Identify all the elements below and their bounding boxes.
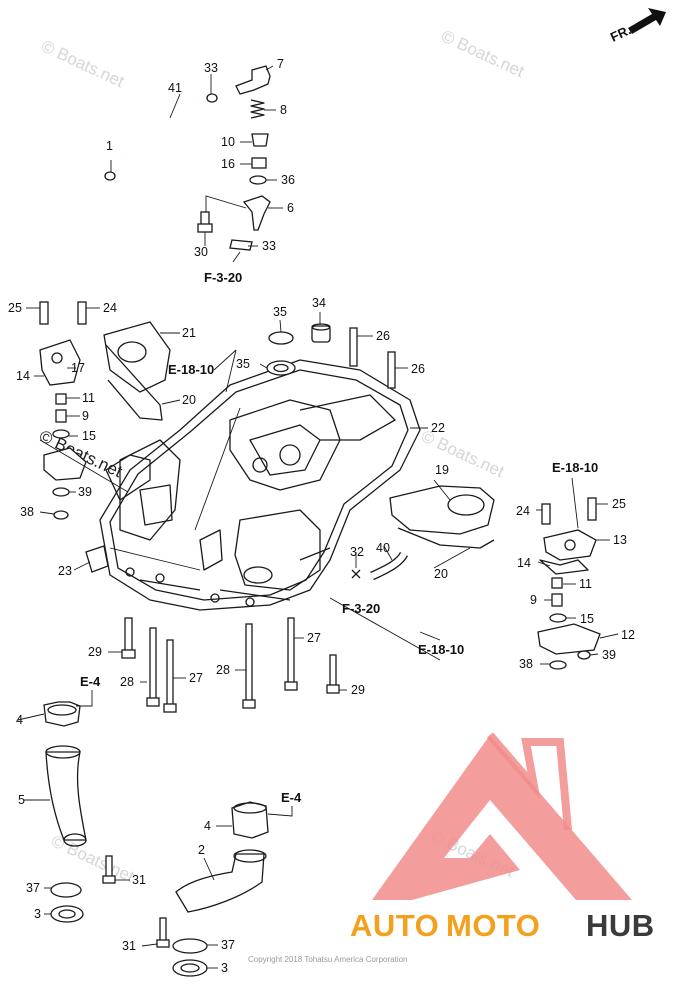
callout-1: 1	[106, 139, 113, 153]
callout-35-lower: 35	[236, 357, 250, 371]
callout-28-right: 28	[216, 663, 230, 677]
callout-40: 40	[376, 541, 390, 555]
callout-9-right: 9	[530, 593, 537, 607]
callout-26: 26	[376, 329, 390, 343]
front-direction-arrow: FR.	[608, 8, 666, 45]
callout-10: 10	[221, 135, 235, 149]
callout-13: 13	[613, 533, 627, 547]
callout-27-right: 27	[307, 631, 321, 645]
callout-39-right: 39	[602, 648, 616, 662]
ref-f-3-20-mid: F-3-20	[342, 601, 380, 616]
callout-14: 14	[16, 369, 30, 383]
callout-14-right: 14	[517, 556, 531, 570]
cover-plate-right	[389, 485, 495, 549]
ref-f-3-20-top: F-3-20	[204, 270, 242, 285]
callout-15: 15	[82, 429, 96, 443]
oil-pan-main-case	[99, 359, 421, 611]
watermark: © Boats.net	[48, 831, 137, 886]
callout-24: 24	[103, 301, 117, 315]
callout-28: 28	[120, 675, 134, 689]
callout-33: 33	[204, 61, 218, 75]
callout-29: 29	[88, 645, 102, 659]
callout-2: 2	[198, 843, 205, 857]
watermarks: © Boats.net © Boats.net © Boats.net © Bo…	[36, 26, 527, 886]
hose-40	[351, 551, 409, 581]
bracket-upper-left	[39, 301, 87, 520]
callout-38: 38	[20, 505, 34, 519]
callout-29-right: 29	[351, 683, 365, 697]
leader-lines	[17, 65, 619, 969]
watermark: © Boats.net	[438, 26, 527, 81]
callout-20: 20	[182, 393, 196, 407]
callout-24-right: 24	[516, 504, 530, 518]
copyright-text: Copyright 2018 Tohatsu America Corporati…	[248, 955, 408, 964]
callout-35: 35	[273, 305, 287, 319]
callout-31-lower: 31	[122, 939, 136, 953]
callout-30: 30	[194, 245, 208, 259]
callout-9: 9	[82, 409, 89, 423]
callout-39: 39	[78, 485, 92, 499]
ref-e-18-10-right: E-18-10	[552, 460, 598, 475]
automotohub-logo: AUTO MOTO HUB	[350, 732, 655, 943]
ref-e-4-left: E-4	[80, 674, 101, 689]
callout-31: 31	[132, 873, 146, 887]
callout-4: 4	[16, 713, 23, 727]
callout-33-lower: 33	[262, 239, 276, 253]
callout-23: 23	[58, 564, 72, 578]
callout-26-lower: 26	[411, 362, 425, 376]
callout-36: 36	[281, 173, 295, 187]
callout-27: 27	[189, 671, 203, 685]
bearings-and-pins	[266, 323, 396, 389]
damper-23	[85, 545, 109, 573]
callout-34: 34	[312, 296, 326, 310]
logo-triangle-icon	[372, 735, 632, 900]
callout-19: 19	[435, 463, 449, 477]
top-valve-assembly	[104, 65, 271, 251]
callout-numbers: 41 33 7 8 1 10 16 36 6 30 33 25 24 21 35…	[8, 57, 635, 975]
callout-22: 22	[431, 421, 445, 435]
callout-7: 7	[277, 57, 284, 71]
callout-4-right: 4	[204, 819, 211, 833]
callout-16: 16	[221, 157, 235, 171]
callout-12: 12	[621, 628, 635, 642]
callout-3-lower: 3	[221, 961, 228, 975]
ref-e-4-right: E-4	[281, 790, 302, 805]
callout-37-lower: 37	[221, 938, 235, 952]
callout-11: 11	[82, 391, 95, 405]
front-label: FR.	[608, 22, 633, 44]
callout-21: 21	[182, 326, 196, 340]
ref-e-18-10-lower: E-18-10	[418, 642, 464, 657]
callout-3: 3	[34, 907, 41, 921]
ref-e-18-10-left: E-18-10	[168, 362, 214, 377]
bracket-right	[537, 497, 601, 670]
brand-hub: HUB	[586, 908, 655, 943]
callout-25-right: 25	[612, 497, 626, 511]
callout-15-right: 15	[580, 612, 594, 626]
exhaust-tube-left	[43, 701, 116, 923]
watermark: © Boats.net	[38, 36, 127, 91]
brand-moto: MOTO	[446, 908, 540, 943]
callout-41: 41	[168, 81, 182, 95]
callout-17: 17	[71, 361, 85, 375]
callout-37: 37	[26, 881, 40, 895]
exhaust-tube-right	[156, 801, 269, 977]
callout-8: 8	[280, 103, 287, 117]
callout-38-right: 38	[519, 657, 533, 671]
case-bolts	[121, 617, 340, 713]
cross-references: F-3-20 E-18-10 E-18-10 F-3-20 E-18-10 E-…	[80, 270, 598, 805]
callout-32: 32	[350, 545, 364, 559]
callout-11-right: 11	[579, 577, 592, 591]
callout-6: 6	[287, 201, 294, 215]
callout-5: 5	[18, 793, 25, 807]
brand-auto: AUTO	[350, 908, 439, 943]
callout-25: 25	[8, 301, 22, 315]
cover-plate-upper	[103, 321, 171, 421]
callout-20-right: 20	[434, 567, 448, 581]
